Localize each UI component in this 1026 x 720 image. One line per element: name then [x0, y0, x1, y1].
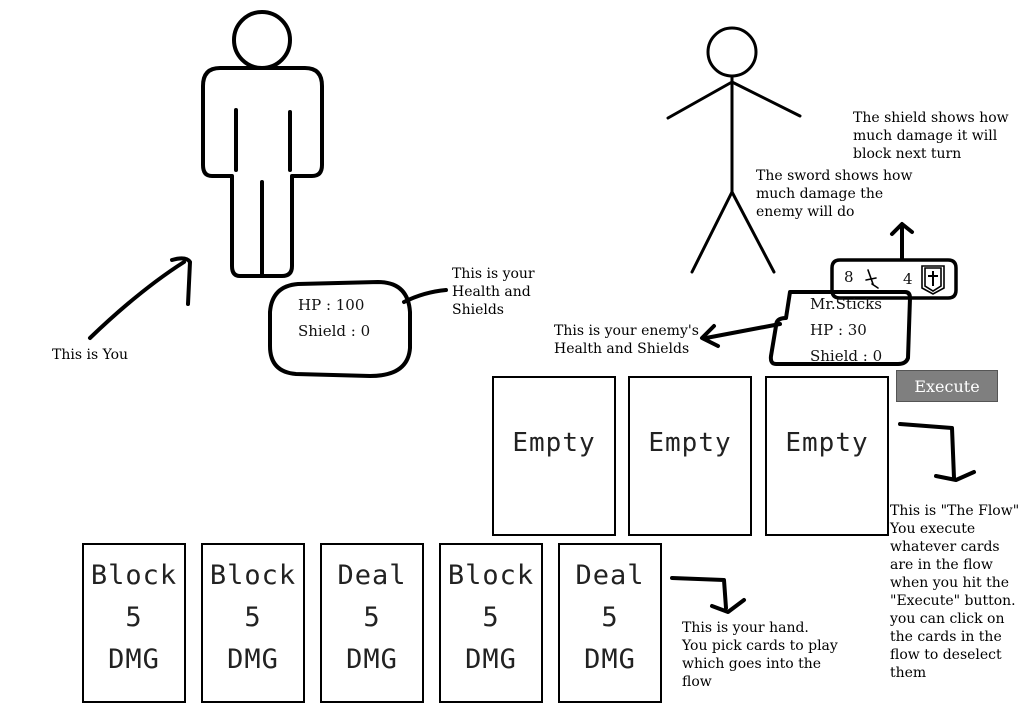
enemy-attack-value: 8 [844, 268, 854, 286]
flow-card-label: Empty [512, 428, 596, 458]
you-arrow [88, 260, 186, 340]
hand-card[interactable]: Block 5 DMG [201, 543, 305, 703]
shield-note-arrow-head [890, 222, 914, 236]
hand-card-unit: DMG [227, 644, 279, 675]
flow-card-label: Empty [648, 428, 732, 458]
hand-card-action: Block [90, 560, 178, 591]
hand-card-action: Block [209, 560, 297, 591]
hand-arrow-head [710, 598, 746, 614]
note-player-stats: This is your Health and Shields [452, 266, 535, 318]
flow-card[interactable]: Empty [628, 376, 752, 536]
note-hand: This is your hand. You pick cards to pla… [682, 620, 838, 690]
hand-card[interactable]: Deal 5 DMG [320, 543, 424, 703]
hand-card[interactable]: Block 5 DMG [82, 543, 186, 703]
enemy-hp: HP : 30 [810, 321, 867, 339]
hand-card-action: Deal [575, 560, 645, 591]
enemy-block-value: 4 [903, 270, 913, 288]
hand-card-amount: 5 [601, 602, 619, 633]
player-hp: HP : 100 [298, 296, 365, 314]
flow-arrow-head [934, 470, 976, 482]
note-shield: The shield shows how much damage it will… [853, 110, 1009, 162]
hand-card-amount: 5 [363, 602, 381, 633]
enemy-stats-bubble [768, 290, 912, 366]
enemy-intent-bubble [830, 258, 958, 300]
player-figure [201, 10, 324, 278]
hand-card-unit: DMG [108, 644, 160, 675]
player-stats-connector [402, 288, 448, 304]
enemy-stats-arrow [704, 322, 782, 340]
note-enemy-stats: This is your enemy's Health and Shields [554, 323, 699, 357]
sword-icon [865, 269, 879, 289]
flow-card[interactable]: Empty [765, 376, 889, 536]
flow-arrow [898, 422, 956, 480]
hand-arrow [670, 576, 728, 610]
flow-card-label: Empty [785, 428, 869, 458]
flow-card[interactable]: Empty [492, 376, 616, 536]
enemy-figure [666, 26, 802, 274]
hand-card-unit: DMG [584, 644, 636, 675]
shield-icon [921, 265, 945, 295]
hand-card[interactable]: Block 5 DMG [439, 543, 543, 703]
enemy-name: Mr.Sticks [810, 295, 882, 313]
hand-card-amount: 5 [125, 602, 143, 633]
enemy-shield: Shield : 0 [810, 347, 883, 365]
hand-card-amount: 5 [244, 602, 262, 633]
hand-card-unit: DMG [346, 644, 398, 675]
hand-card-amount: 5 [482, 602, 500, 633]
note-sword: The sword shows how much damage the enem… [756, 168, 913, 220]
hand-card-unit: DMG [465, 644, 517, 675]
execute-button[interactable]: Execute [896, 370, 998, 402]
note-flow: This is "The Flow" You execute whatever … [890, 503, 1020, 681]
hand-card-action: Block [447, 560, 535, 591]
player-shield: Shield : 0 [298, 322, 371, 340]
hand-card-action: Deal [337, 560, 407, 591]
you-arrow-head [170, 256, 192, 306]
enemy-stats-arrow-head [700, 324, 720, 348]
player-stats-bubble [268, 280, 412, 378]
note-you: This is You [52, 347, 129, 363]
hand-card[interactable]: Deal 5 DMG [558, 543, 662, 703]
